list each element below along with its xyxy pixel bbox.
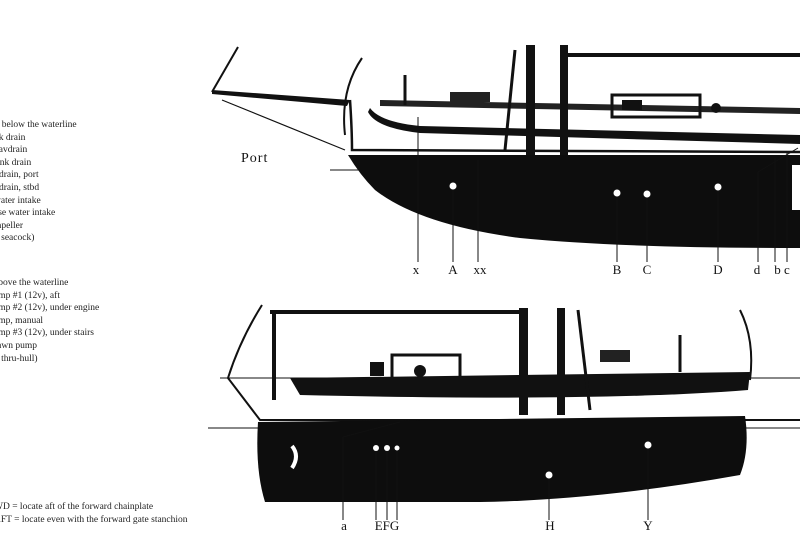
- forestay: [211, 46, 239, 93]
- legend-row: d thru-hull): [0, 353, 38, 364]
- lower-stern-line: [739, 309, 753, 381]
- legend-row: nk drain: [0, 132, 26, 143]
- legend-row: rink drain: [0, 157, 32, 168]
- legend-row: ase water intake: [0, 208, 56, 219]
- tag-d: d: [753, 262, 761, 277]
- lower-wheel: [414, 365, 426, 377]
- tag-B: B: [612, 262, 622, 277]
- upper-hull-sheer: [348, 99, 800, 154]
- legend-row: above the waterline: [0, 278, 69, 288]
- legend-row: amp #1 (12v), aft: [0, 290, 60, 301]
- tag-xx: xx: [473, 262, 487, 277]
- lower-bow-hawse: [290, 444, 298, 470]
- upper-bow-stem: [343, 57, 363, 136]
- legend-row: mpeller: [0, 220, 24, 231]
- tag-EFG: EFG: [374, 518, 400, 533]
- upper-window: [622, 100, 642, 110]
- view-label-port: Port: [241, 151, 269, 166]
- upper-rail: [380, 100, 800, 114]
- bowsprit: [212, 90, 350, 106]
- upper-shroud: [503, 49, 517, 151]
- lower-thru-hull-markers: [373, 441, 652, 479]
- legend-row: amp, manual: [0, 315, 44, 326]
- legend-row: i drain, stbd: [0, 182, 40, 193]
- lower-underbody: [257, 416, 747, 502]
- upper-thru-hull-markers: [449, 182, 722, 198]
- tag-D: D: [713, 262, 723, 277]
- lower-shroud: [576, 309, 592, 411]
- upper-rudder-gap: [792, 165, 800, 210]
- legend-note: WD = locate aft of the forward chainplat…: [0, 502, 154, 512]
- lower-binnacle: [370, 362, 384, 376]
- tag-Y: Y: [643, 518, 653, 533]
- upper-underbody: [348, 155, 800, 248]
- lower-leader-lines: [342, 421, 649, 520]
- legend-row: i drain, port: [0, 170, 39, 181]
- legend-row: d seacock): [0, 233, 35, 244]
- legend-row: water intake: [0, 195, 41, 206]
- tag-H: H: [545, 518, 555, 533]
- legend-row: amp #3 (12v), under stairs: [0, 328, 94, 339]
- upper-doghouse: [610, 93, 702, 119]
- legend-row: = below the waterline: [0, 120, 77, 130]
- upper-leader-lines: [417, 117, 799, 262]
- tag-bc: b c: [774, 262, 790, 277]
- tag-x: x: [412, 262, 420, 277]
- lower-doghouse: [390, 353, 462, 381]
- legend-above-waterline: above the waterline amp #1 (12v), aft am…: [0, 277, 99, 365]
- upper-deck: [368, 108, 800, 144]
- tag-C: C: [642, 262, 652, 277]
- upper-winch: [711, 103, 721, 113]
- upper-foremast: [526, 45, 535, 155]
- lower-hatch: [600, 350, 630, 362]
- tag-a: a: [341, 518, 347, 533]
- legend-below-waterline: = below the waterline nk drain navdrain …: [0, 119, 77, 245]
- upper-dinghy: [450, 92, 490, 102]
- lower-bow-line: [226, 304, 800, 421]
- bobstay: [221, 99, 346, 151]
- upper-mainmast: [560, 45, 568, 155]
- tag-A: A: [448, 262, 458, 277]
- legend-row: rawn pump: [0, 340, 38, 351]
- legend-row: amp #2 (12v), under engine: [0, 303, 100, 314]
- legend-note: AFT = locate even with the forward gate …: [0, 514, 188, 525]
- legend-notes: WD = locate aft of the forward chainplat…: [0, 501, 188, 526]
- lower-foremast: [519, 308, 528, 415]
- lower-mainmast: [557, 308, 565, 415]
- lower-boat: [208, 304, 800, 520]
- upper-boat: [211, 45, 800, 262]
